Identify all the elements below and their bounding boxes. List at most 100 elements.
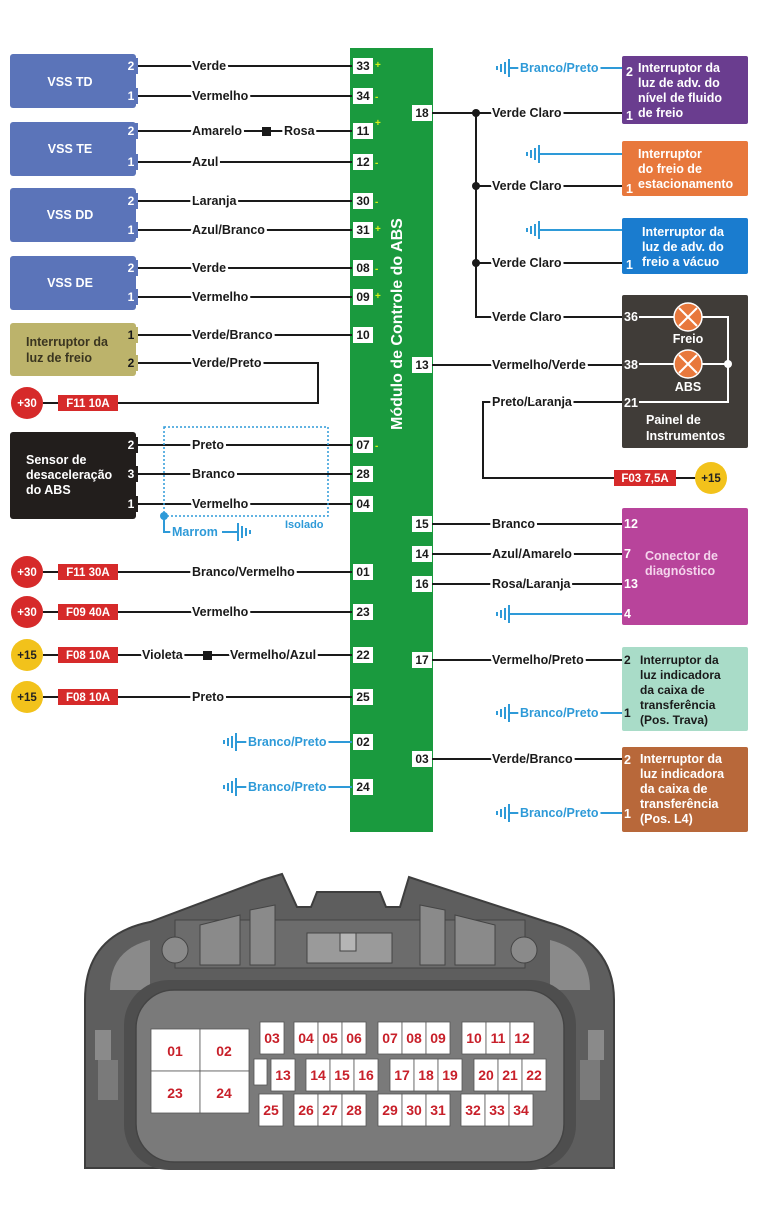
power-plus30-icon <box>11 387 43 419</box>
box-label: Instrumentos <box>646 429 725 443</box>
connector-pin: 08 <box>406 1030 422 1046</box>
power-label: +15 <box>17 692 37 704</box>
box-label: diagnóstico <box>645 564 716 578</box>
box-label: da caixa de <box>640 683 705 697</box>
box-label: de freio <box>638 106 684 120</box>
power-plus15-icon <box>11 639 43 671</box>
ecu-pin: 25 <box>356 690 370 704</box>
connector-pin: 11 <box>491 1030 506 1046</box>
pin-label: 2 <box>128 194 135 208</box>
wire-label: Verde/Branco <box>192 328 273 342</box>
pin-label: 1 <box>128 290 135 304</box>
polarity-mark: - <box>375 92 378 103</box>
connector-pin-cell <box>509 1021 535 1055</box>
vss-te-label: VSS TE <box>48 142 92 156</box>
connector-pin-cell <box>317 1021 343 1055</box>
transfer-case-lock-switch[interactable]: 2 1 Interruptor da luz indicadora da cai… <box>622 647 748 731</box>
fuse-label: F08 10A <box>66 650 110 662</box>
ecu-pin: 28 <box>356 467 370 481</box>
connector-pin-cell <box>341 1021 367 1055</box>
wire-label: Verde/Branco <box>492 752 573 766</box>
ecu-pin: 03 <box>415 752 429 766</box>
box-label: luz indicadora <box>640 767 725 781</box>
connector-pin: 21 <box>502 1067 518 1083</box>
connector-pin-cell <box>460 1093 486 1127</box>
power-plus15-icon <box>695 462 727 494</box>
pin-label: 1 <box>128 89 135 103</box>
brake-lamp-icon <box>673 302 703 332</box>
diagnostic-connector[interactable]: 12 7 13 4 Conector de diagnóstico <box>622 508 748 625</box>
ground-icon <box>526 144 548 164</box>
vss-td-label: VSS TD <box>47 75 92 89</box>
fuse <box>614 470 676 486</box>
connector-pin-cell <box>353 1058 379 1092</box>
decel-sensor-label: do ABS <box>26 483 71 497</box>
module-title: Módulo de Controle do ABS <box>389 218 406 430</box>
polarity-mark: - <box>375 441 378 452</box>
wire-label: Preto <box>192 438 224 452</box>
box-label: transferência <box>640 698 716 712</box>
polarity-mark: + <box>375 60 381 71</box>
decel-sensor[interactable]: Sensor de desaceleração do ABS 2 3 1 <box>10 432 138 519</box>
vss-te-sensor[interactable]: VSS TE 2 1 <box>10 122 138 176</box>
connector-pin: 24 <box>216 1085 232 1101</box>
connector-pin-cell <box>293 1093 319 1127</box>
connector-pin: 19 <box>442 1067 458 1083</box>
vss-td-sensor[interactable]: VSS TD 2 1 <box>10 54 138 108</box>
connector-pin: 25 <box>263 1102 279 1118</box>
transfer-case-l4-switch[interactable]: 2 1 Interruptor da luz indicadora da cai… <box>622 747 748 832</box>
connector-pin: 15 <box>334 1067 350 1083</box>
ecu-pin: 33 <box>356 59 370 73</box>
connector-pin: 05 <box>322 1030 338 1046</box>
fuse <box>58 395 118 411</box>
brake-switch-label: luz de freio <box>26 351 92 365</box>
fuse-label: F03 7,5A <box>621 473 668 485</box>
pin-label: 1 <box>128 328 135 342</box>
shield-wire-label: Marrom <box>172 525 218 539</box>
connector-pin-cell <box>521 1058 547 1092</box>
box-label: luz indicadora <box>640 668 721 682</box>
connector-pin: 32 <box>465 1102 481 1118</box>
ecu-pin: 04 <box>356 497 370 511</box>
ground-icon <box>496 604 518 624</box>
connector-pin-cell <box>341 1093 367 1127</box>
connector-pin-cell <box>317 1093 343 1127</box>
wire-junction <box>472 109 480 117</box>
wire-label: Violeta <box>142 648 184 662</box>
brake-light-switch[interactable]: Interruptor da luz de freio 1 2 <box>10 323 138 376</box>
connector-pin: 16 <box>358 1067 374 1083</box>
lamp-label: Freio <box>673 332 704 346</box>
power-feed-22: +15 F08 10A Violeta Vermelho/Azul <box>11 639 319 671</box>
pin-label: 2 <box>128 356 135 370</box>
connector-pin: 31 <box>430 1102 446 1118</box>
connector-pin: 17 <box>394 1067 410 1083</box>
ecu-pin: 11 <box>357 124 370 138</box>
connector-pin-cell <box>270 1058 296 1092</box>
wire-junction <box>472 182 480 190</box>
box-label: Interruptor <box>638 147 702 161</box>
wire-label: Branco/Preto <box>248 780 327 794</box>
vacuum-brake-warning-switch[interactable]: 1 Interruptor da luz de adv. do freio a … <box>622 218 748 274</box>
wire-label: Rosa <box>284 124 316 138</box>
polarity-mark: - <box>375 197 378 208</box>
pin-label: 2 <box>626 65 633 79</box>
box-label: Interruptor da <box>640 752 723 766</box>
vss-dd-sensor[interactable]: VSS DD 2 1 <box>10 188 138 242</box>
vss-de-sensor[interactable]: VSS DE 2 1 <box>10 256 138 310</box>
power-label: +30 <box>17 567 37 579</box>
polarity-mark: + <box>375 291 381 302</box>
power-label: +15 <box>701 473 721 485</box>
connector-pin-cell <box>413 1058 439 1092</box>
ecu-pin: 15 <box>415 517 429 531</box>
wire-label: Branco/Preto <box>520 806 599 820</box>
pin-label: 7 <box>624 547 631 561</box>
polarity-mark: + <box>375 118 381 129</box>
instrument-cluster[interactable]: 36 38 21 Freio ABS Painel de Instrumento… <box>622 295 748 448</box>
pin-label: 21 <box>624 396 638 410</box>
ecu-pin: 18 <box>415 106 429 120</box>
pin-label: 1 <box>128 497 135 511</box>
parking-brake-switch[interactable]: 1 Interruptor do freio de estacionamento <box>622 141 748 196</box>
fuse-label: F11 30A <box>66 567 109 579</box>
brake-fluid-level-switch[interactable]: 2 1 Interruptor da luz de adv. do nível … <box>622 56 748 124</box>
connector-pin-cell <box>258 1093 284 1127</box>
